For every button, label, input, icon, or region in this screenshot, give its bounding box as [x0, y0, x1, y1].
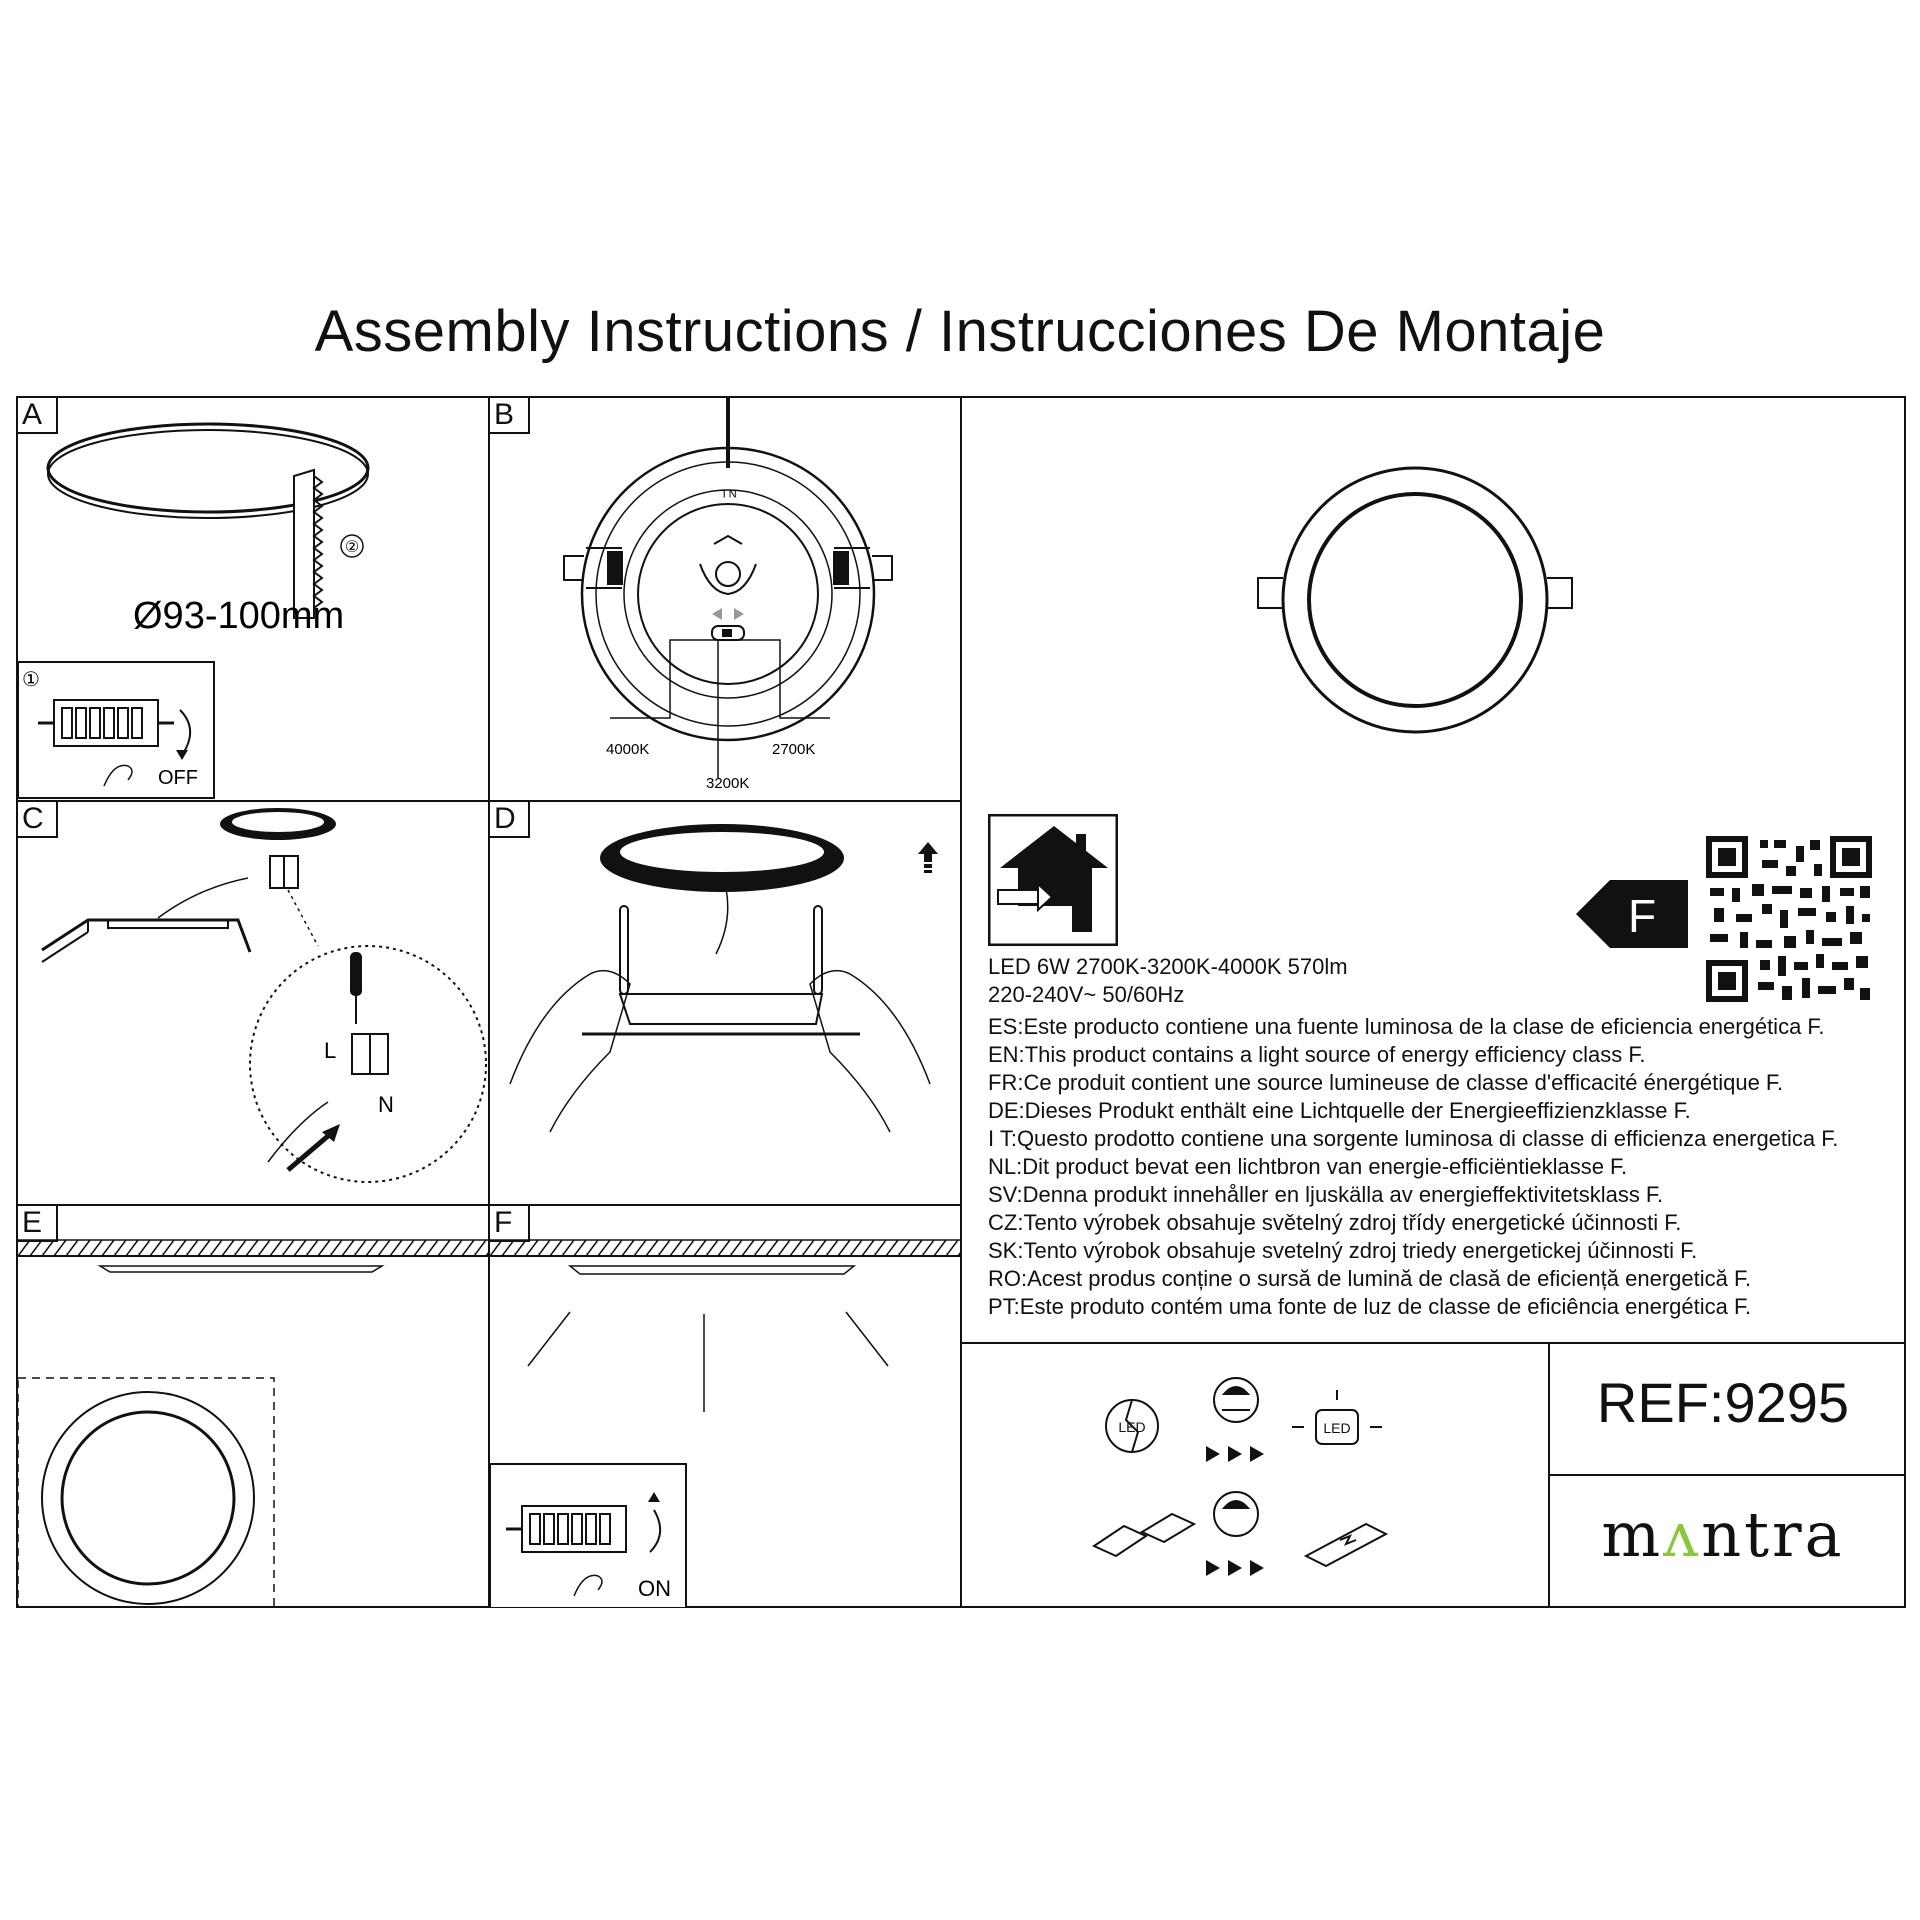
breaker-panel-icon: [38, 699, 174, 747]
right-hand-icon: [809, 969, 931, 1133]
off-label: OFF: [158, 767, 198, 789]
voltage-spec: 220-240V~ 50/60Hz: [988, 982, 1185, 1007]
energy-statement-en: EN:This product contains a light source …: [988, 1042, 1646, 1067]
breaker-panel-icon: [506, 1505, 627, 1553]
terminal-block-top-icon: [269, 855, 299, 889]
energy-label-house-icon: [988, 814, 1118, 946]
up-arrow-icon: [918, 842, 938, 873]
emblem-icon: [699, 534, 757, 596]
reference-number: REF:9295: [1596, 1371, 1850, 1434]
play-arrows-icon: [1206, 1560, 1264, 1576]
panel-label-a: A: [18, 398, 58, 434]
panel-label-c: C: [18, 802, 58, 838]
product-front-view-diagram: [1257, 466, 1573, 734]
panel-label-d: D: [490, 802, 530, 838]
divider: [16, 800, 960, 802]
product-spec: LED 6W 2700K-3200K-4000K 570lm: [988, 954, 1348, 979]
divider: [488, 396, 490, 1608]
energy-statement-fr: FR:Ce produit contient une source lumine…: [988, 1070, 1784, 1095]
page-title: Assembly Instructions / Instrucciones De…: [314, 299, 1606, 364]
cct-2700k-label: 2700K: [772, 741, 815, 758]
energy-class-badge: F: [1576, 880, 1688, 948]
replacement-icons: LED LED: [1091, 1377, 1389, 1576]
terminal-block-closeup-icon: [351, 1033, 389, 1075]
saw-icon: [293, 468, 324, 619]
energy-statement-cz: CZ:Tento výrobek obsahuje světelný zdroj…: [988, 1210, 1682, 1235]
panel-label-b: B: [490, 398, 530, 434]
new-driver-icon: [1303, 1522, 1389, 1568]
panel-f-power-on-diagram: ON: [490, 1239, 960, 1608]
panel-a-cutout-diagram: ② Ø93-100mm ① OFF: [18, 422, 370, 799]
panel-b-back-view-diagram: N L 4000K 2700K 3200K: [563, 398, 893, 792]
new-led-icon: LED: [1292, 1390, 1382, 1445]
cct-switch-icon: [711, 625, 745, 641]
step-2-marker: ②: [345, 539, 359, 556]
hand-icon: [573, 1574, 603, 1597]
svg-text:LED: LED: [1118, 1419, 1145, 1435]
insert-arrow-icon: [322, 1124, 340, 1142]
cct-4000k-label: 4000K: [606, 741, 649, 758]
spring-clip-right-icon: [833, 547, 893, 589]
spring-clip-left-icon: [563, 547, 623, 589]
switch-up-arrow-icon: [649, 1509, 661, 1553]
divider: [1548, 1474, 1906, 1476]
energy-statement-nl: NL:Dit product bevat een lichtbron van e…: [988, 1154, 1628, 1179]
panel-d-install-diagram: [509, 824, 938, 1133]
divider: [960, 1342, 1906, 1344]
energy-statement-sk: SK:Tento výrobok obsahuje svetelný zdroj…: [988, 1238, 1698, 1263]
energy-statement-de: DE:Dieses Produkt enthält eine Lichtquel…: [988, 1098, 1691, 1123]
energy-class-letter: F: [1628, 890, 1656, 942]
brand-logo: mʌntra: [1601, 1498, 1845, 1571]
qr-code-icon: [1706, 836, 1872, 1002]
cutout-diameter-label: Ø93-100mm: [133, 595, 344, 637]
panel-label-e: E: [18, 1206, 58, 1242]
neutral-wire-label: N: [378, 1092, 394, 1117]
play-arrows-icon: [1206, 1446, 1264, 1462]
broken-led-icon: LED: [1105, 1399, 1159, 1453]
left-hand-icon: [509, 969, 631, 1133]
live-wire-label: L: [324, 1038, 336, 1063]
energy-statement-es: ES:Este producto contiene una fuente lum…: [988, 1014, 1825, 1039]
energy-statement-ro: RO:Acest produs conține o sursă de lumin…: [988, 1266, 1752, 1291]
terminal-nl-label: N L: [719, 487, 736, 499]
hand-icon: [103, 764, 133, 787]
energy-statement-pt: PT:Este produto contém uma fonte de luz …: [988, 1294, 1752, 1319]
divider: [16, 1204, 960, 1206]
technician-icon: [1213, 1377, 1259, 1423]
technician-icon: [1213, 1491, 1259, 1537]
svg-text:LED: LED: [1323, 1420, 1350, 1436]
panel-c-wiring-diagram: L N: [41, 808, 487, 1183]
panel-label-f: F: [490, 1206, 530, 1242]
on-label: ON: [638, 1576, 671, 1601]
energy-statement-it: I T:Questo prodotto contiene una sorgent…: [988, 1126, 1839, 1151]
switch-down-arrow-icon: [179, 709, 191, 753]
panel-e-finished-diagram: [18, 1239, 488, 1608]
step-1-marker: ①: [22, 669, 40, 691]
screwdriver-icon: [350, 952, 362, 1024]
energy-statement-sv: SV:Denna produkt innehåller en ljuskälla…: [988, 1182, 1664, 1207]
cct-arrows-icon: [712, 608, 744, 620]
spring-clip-icon: [619, 905, 823, 995]
cct-3200k-label: 3200K: [706, 775, 749, 792]
divider: [960, 396, 962, 1608]
hand-icon: [267, 1101, 329, 1163]
broken-driver-icon: [1091, 1512, 1197, 1558]
